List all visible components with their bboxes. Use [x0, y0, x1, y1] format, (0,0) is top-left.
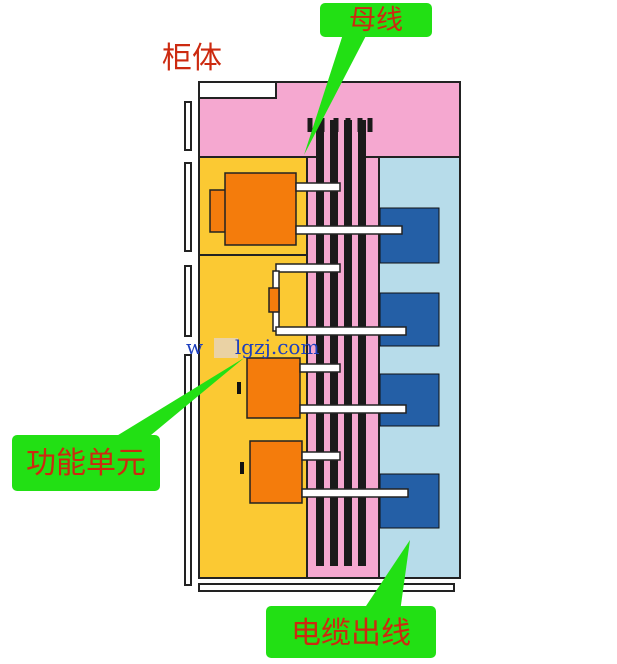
functional-unit-callout — [12, 358, 244, 491]
functional-unit-1 — [209, 172, 403, 246]
cable-outlet-label: 电缆出线 — [291, 616, 411, 651]
cable-outlet-callout — [266, 540, 436, 658]
watermark-text: w lgzj.com — [186, 335, 319, 359]
middle-connections — [268, 263, 407, 336]
functional-unit-2 — [237, 357, 407, 419]
side-rails — [184, 101, 192, 586]
vertical-busbars — [316, 120, 366, 566]
functional-unit-label: 功能单元 — [26, 446, 146, 481]
bottom-rail — [198, 583, 455, 592]
cabinet-label: 柜体 — [162, 41, 222, 76]
watermark-blur — [214, 338, 238, 358]
cable-terminals — [379, 207, 440, 529]
busbar-callout — [304, 3, 432, 155]
functional-unit-3 — [240, 440, 409, 504]
busbar-tips — [307, 118, 373, 132]
busbar-label: 母线 — [349, 5, 403, 36]
